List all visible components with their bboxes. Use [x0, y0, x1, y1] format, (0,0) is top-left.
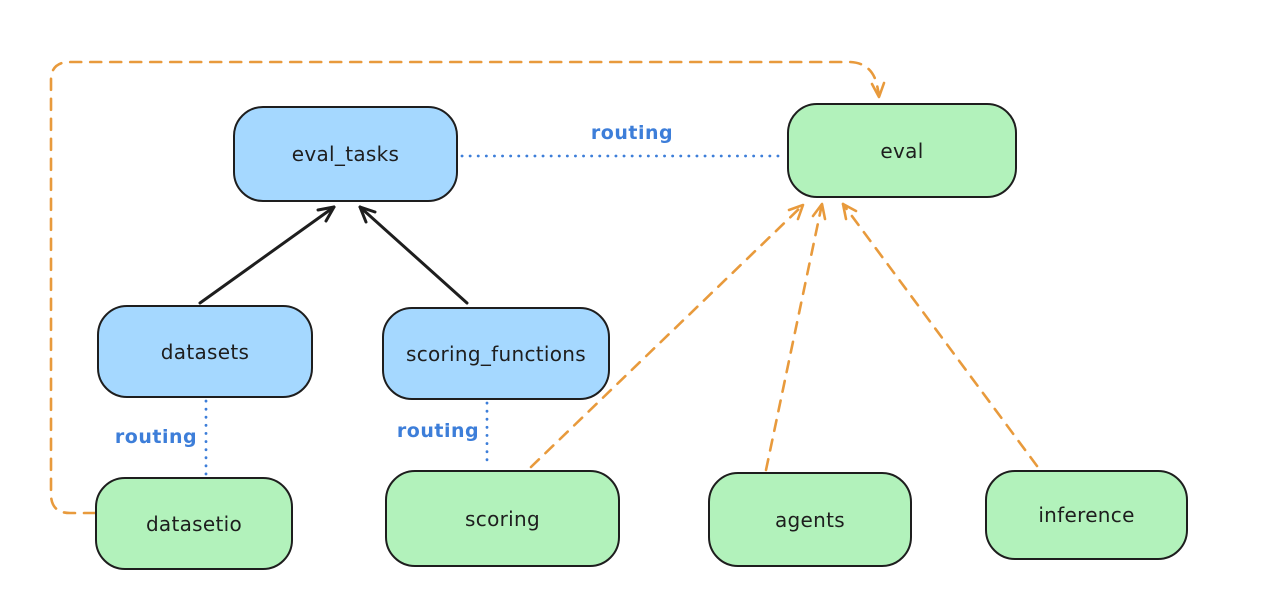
edge-scoring-to-eval [529, 203, 805, 469]
node-datasetio: datasetio [95, 477, 293, 570]
node-eval-label: eval [880, 138, 924, 163]
node-agents: agents [708, 472, 912, 567]
node-inference-label: inference [1038, 503, 1135, 527]
node-scoring-functions: scoring_functions [382, 307, 610, 400]
node-scoring-functions-label: scoring_functions [405, 341, 587, 366]
node-datasets: datasets [97, 305, 313, 398]
edge-datasetio-to-eval [49, 60, 886, 515]
node-agents-label: agents [775, 507, 845, 532]
edge-scoring-functions-to-eval-tasks [358, 205, 469, 305]
edge-label-routing-scoring-functions-scoring: routing [396, 420, 480, 442]
node-eval: eval [787, 103, 1017, 198]
edge-label-routing-eval-tasks-eval: routing [590, 122, 674, 144]
node-inference: inference [985, 470, 1188, 560]
node-scoring-label: scoring [465, 506, 540, 531]
edge-agents-to-eval [764, 202, 827, 472]
node-scoring: scoring [385, 470, 620, 567]
node-eval-tasks-label: eval_tasks [291, 142, 400, 166]
node-datasets-label: datasets [160, 339, 250, 364]
node-eval-tasks: eval_tasks [233, 106, 458, 202]
edge-label-routing-datasets-datasetio: routing [114, 426, 198, 448]
edge-datasets-to-eval-tasks [198, 205, 336, 305]
edge-inference-to-eval [841, 202, 1039, 468]
node-datasetio-label: datasetio [145, 511, 243, 536]
